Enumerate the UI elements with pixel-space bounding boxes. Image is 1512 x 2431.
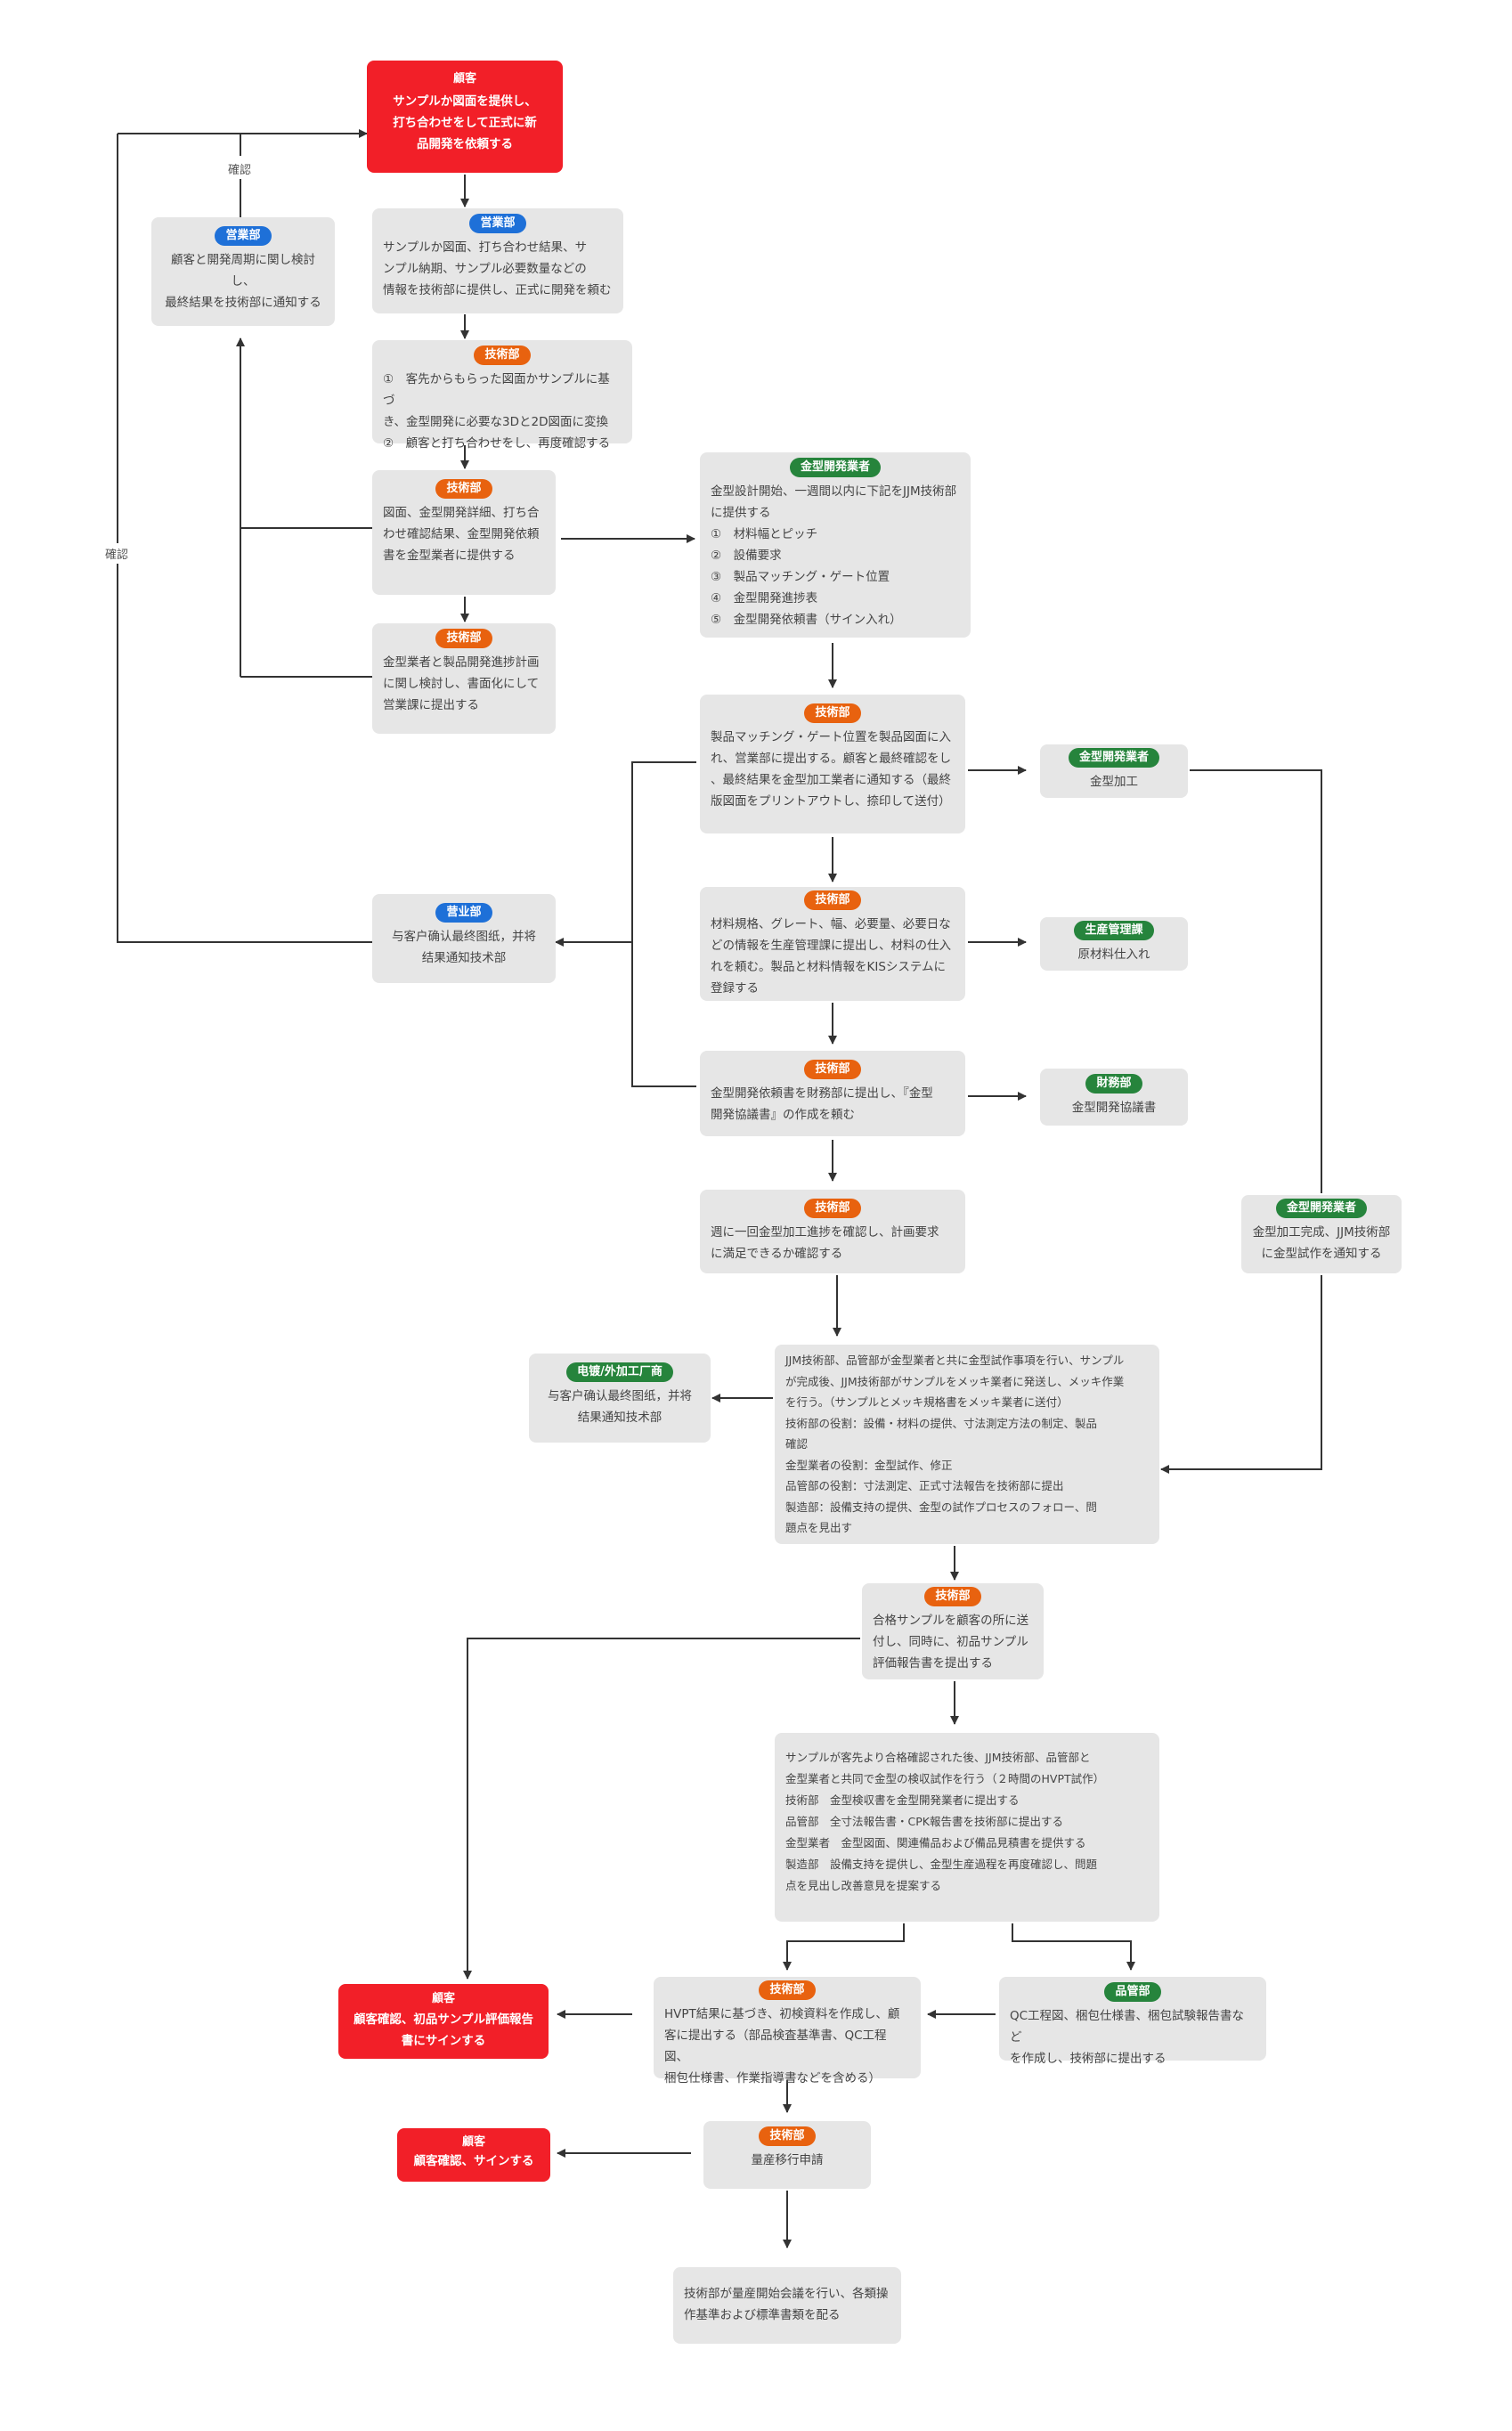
- arrow-n19-n23: [463, 1638, 860, 1980]
- tech-plan-node: 技術部 金型業者と製品開発進捗計画 に関し検討し、書面化にして 営業課に提出する: [372, 623, 556, 734]
- tech-initial-inspection-node: 技術部 HVPT結果に基づき、初検資料を作成し、顧 客に提出する（部品検査基準書…: [654, 1977, 921, 2085]
- node-tag: 技術部: [804, 890, 861, 910]
- mold-vendor-complete-node: 金型開発業者 金型加工完成、JJM技術部 に金型試作を通知する: [1241, 1195, 1402, 1273]
- node-text: QC工程図、梱包仕様書、梱包試験報告書など を作成し、技術部に提出する: [1010, 2009, 1245, 2066]
- node-text: 金型開発協議書: [1071, 1101, 1157, 1115]
- plating-vendor-node: 电镀/外加工厂商 与客户确认最终图纸，并将 结果通知技术部: [529, 1354, 711, 1443]
- sales-dept-node: 営業部 サンプルか図面、打ち合わせ結果、サ ンプル納期、サンプル必要数量などの …: [372, 208, 623, 313]
- arrow-n16-n17: [1160, 1275, 1322, 1474]
- tech-qualified-sample-node: 技術部 合格サンプルを顧客の所に送 付し、同時に、初品サンプル 評価報告書を提出…: [862, 1583, 1044, 1679]
- node-tag: 技術部: [435, 629, 492, 648]
- node-text: 合格サンプルを顧客の所に送 付し、同時に、初品サンプル 評価報告書を提出する: [873, 1614, 1029, 1671]
- node-text: 顧客確認、初品サンプル評価報告 書にサインする: [353, 2012, 534, 2048]
- mass-production-meeting-node: 技術部が量産開始会議を行い、各類操 作基準および標準書類を配る: [673, 2267, 901, 2344]
- node-tag: 技術部: [924, 1587, 981, 1606]
- customer-request-node: 顧客 サンプルか図面を提供し、 打ち合わせをして正式に新 品開発を依頼する: [367, 61, 563, 173]
- node-text: 材料規格、グレート、幅、必要量、必要日な どの情報を生産管理課に提出し、材料の仕…: [711, 917, 951, 996]
- node-tag: 金型開発業者: [789, 458, 881, 477]
- node-tag: 品管部: [1104, 1982, 1161, 2002]
- arrow-n20-n22: [1012, 1923, 1135, 1971]
- line-n12-loop: [117, 134, 372, 943]
- node-tag: 技術部: [804, 1199, 861, 1218]
- node-text: ① 客先からもらった図面かサンプルに基づ き、金型開発に必要な3Dと2D図面に変…: [383, 372, 611, 451]
- node-text: 製品マッチング・ゲート位置を製品図面に入 れ、営業部に提出する。顧客と最終確認を…: [711, 730, 952, 809]
- trial-production-node: JJM技術部、品管部が金型業者と共に金型試作事項を行い、サンプル が完成後、JJ…: [775, 1345, 1159, 1544]
- qa-dept-node: 品管部 QC工程図、梱包仕様書、梱包試験報告書など を作成し、技術部に提出する: [999, 1977, 1266, 2066]
- node-text: サンプルか図面、打ち合わせ結果、サ ンプル納期、サンプル必要数量などの 情報を技…: [383, 240, 612, 297]
- node-text: HVPT結果に基づき、初検資料を作成し、顧 客に提出する（部品検査基準書、QC工…: [664, 2007, 900, 2085]
- customer-final-sign-node: 顧客 顧客確認、サインする: [397, 2128, 550, 2182]
- node-text: 顧客と開発周期に関し検討し、 最終結果を技術部に通知する: [165, 253, 321, 310]
- node-tag: 顧客: [431, 1992, 455, 2005]
- node-tag: 技術部: [435, 479, 492, 499]
- tech-drawing-node: 技術部 ① 客先からもらった図面かサンプルに基づ き、金型開発に必要な3Dと2D…: [372, 340, 632, 451]
- tech-provide-node: 技術部 図面、金型開発詳細、打ち合 わせ確認結果、金型開発依頼 書を金型業者に提…: [372, 470, 556, 595]
- customer-sample-sign-node: 顧客 顧客確認、初品サンプル評価報告 書にサインする: [338, 1984, 549, 2059]
- node-text: JJM技術部、品管部が金型業者と共に金型試作事項を行い、サンプル が完成後、JJ…: [785, 1354, 1125, 1534]
- node-tag: 顧客: [461, 2135, 485, 2149]
- tech-material-node: 技術部 材料規格、グレート、幅、必要量、必要日な どの情報を生産管理課に提出し、…: [700, 887, 965, 1001]
- node-text: 金型業者と製品開発進捗計画 に関し検討し、書面化にして 営業課に提出する: [383, 655, 540, 712]
- mold-vendor-processing-node: 金型開発業者 金型加工: [1040, 744, 1188, 798]
- node-text: サンプルが客先より合格確認された後、JJM技術部、品管部と 金型業者と共同で金型…: [785, 1751, 1105, 1892]
- node-tag: 技術部: [804, 703, 861, 723]
- production-control-node: 生産管理課 原材料仕入れ: [1040, 917, 1188, 971]
- node-tag: 財務部: [1085, 1074, 1142, 1094]
- node-tag: 営業部: [469, 214, 526, 233]
- node-text: 金型設計開始、一週間以内に下記をJJM技術部 に提供する ① 材料幅とピッチ ②…: [711, 484, 957, 627]
- arrow-n4-n6: [236, 337, 374, 529]
- node-text: 技術部が量産開始会議を行い、各類操 作基準および標準書類を配る: [684, 2287, 889, 2322]
- node-tag: 金型開発業者: [1068, 748, 1159, 768]
- node-tag: 营业部: [435, 903, 492, 923]
- tech-finance-request-node: 技術部 金型開発依頼書を財務部に提出し、『金型 開発協議書』の作成を頼む: [700, 1051, 965, 1136]
- node-tag: 技術部: [474, 346, 531, 365]
- sales-final-drawing-node: 营业部 与客户确认最终图纸，并将 结果通知技术部: [372, 894, 556, 983]
- confirm-label-left: 確認: [103, 543, 131, 564]
- node-text: 金型加工: [1090, 775, 1138, 789]
- node-tag: 技術部: [759, 1980, 816, 2000]
- node-tag: 顧客: [452, 72, 476, 85]
- node-tag: 技術部: [804, 1060, 861, 1079]
- node-text: 原材料仕入れ: [1077, 947, 1150, 962]
- node-text: 与客户确认最终图纸，并将 结果通知技术部: [392, 930, 536, 965]
- node-text: 図面、金型開発詳細、打ち合 わせ確認結果、金型開発依頼 書を金型業者に提供する: [383, 506, 540, 563]
- node-text: 顧客確認、サインする: [413, 2154, 534, 2168]
- node-text: 金型加工完成、JJM技術部 に金型試作を通知する: [1252, 1225, 1391, 1261]
- tech-weekly-check-node: 技術部 週に一回金型加工進捗を確認し、計画要求 に満足できるか確認する: [700, 1190, 965, 1273]
- node-text: 量産移行申請: [751, 2153, 824, 2167]
- line-n8-left: [631, 761, 696, 1087]
- node-text: 金型開発依頼書を財務部に提出し、『金型 開発協議書』の作成を頼む: [711, 1086, 933, 1122]
- sales-schedule-node: 営業部 顧客と開発周期に関し検討し、 最終結果を技術部に通知する: [151, 217, 335, 326]
- node-tag: 生産管理課: [1074, 921, 1154, 940]
- line-n9-n16: [1190, 769, 1322, 1193]
- mold-vendor-design-node: 金型開発業者 金型設計開始、一週間以内に下記をJJM技術部 に提供する ① 材料…: [700, 452, 971, 638]
- node-tag: 金型開発業者: [1275, 1199, 1367, 1218]
- node-text: 与客户确认最终图纸，并将 结果通知技术部: [548, 1389, 692, 1425]
- node-tag: 技術部: [759, 2126, 816, 2146]
- confirm-label-top: 確認: [226, 159, 254, 179]
- arrow-n20-n21: [783, 1923, 905, 1971]
- node-tag: 営業部: [215, 226, 272, 246]
- acceptance-trial-node: サンプルが客先より合格確認された後、JJM技術部、品管部と 金型業者と共同で金型…: [775, 1733, 1159, 1922]
- tech-mass-production-request-node: 技術部 量産移行申請: [703, 2121, 871, 2189]
- node-tag: 电镀/外加工厂商: [566, 1362, 673, 1382]
- tech-gate-position-node: 技術部 製品マッチング・ゲート位置を製品図面に入 れ、営業部に提出する。顧客と最…: [700, 695, 965, 833]
- node-text: サンプルか図面を提供し、 打ち合わせをして正式に新 品開発を依頼する: [393, 94, 537, 151]
- finance-dept-node: 財務部 金型開発協議書: [1040, 1069, 1188, 1126]
- node-text: 週に一回金型加工進捗を確認し、計画要求 に満足できるか確認する: [711, 1225, 939, 1261]
